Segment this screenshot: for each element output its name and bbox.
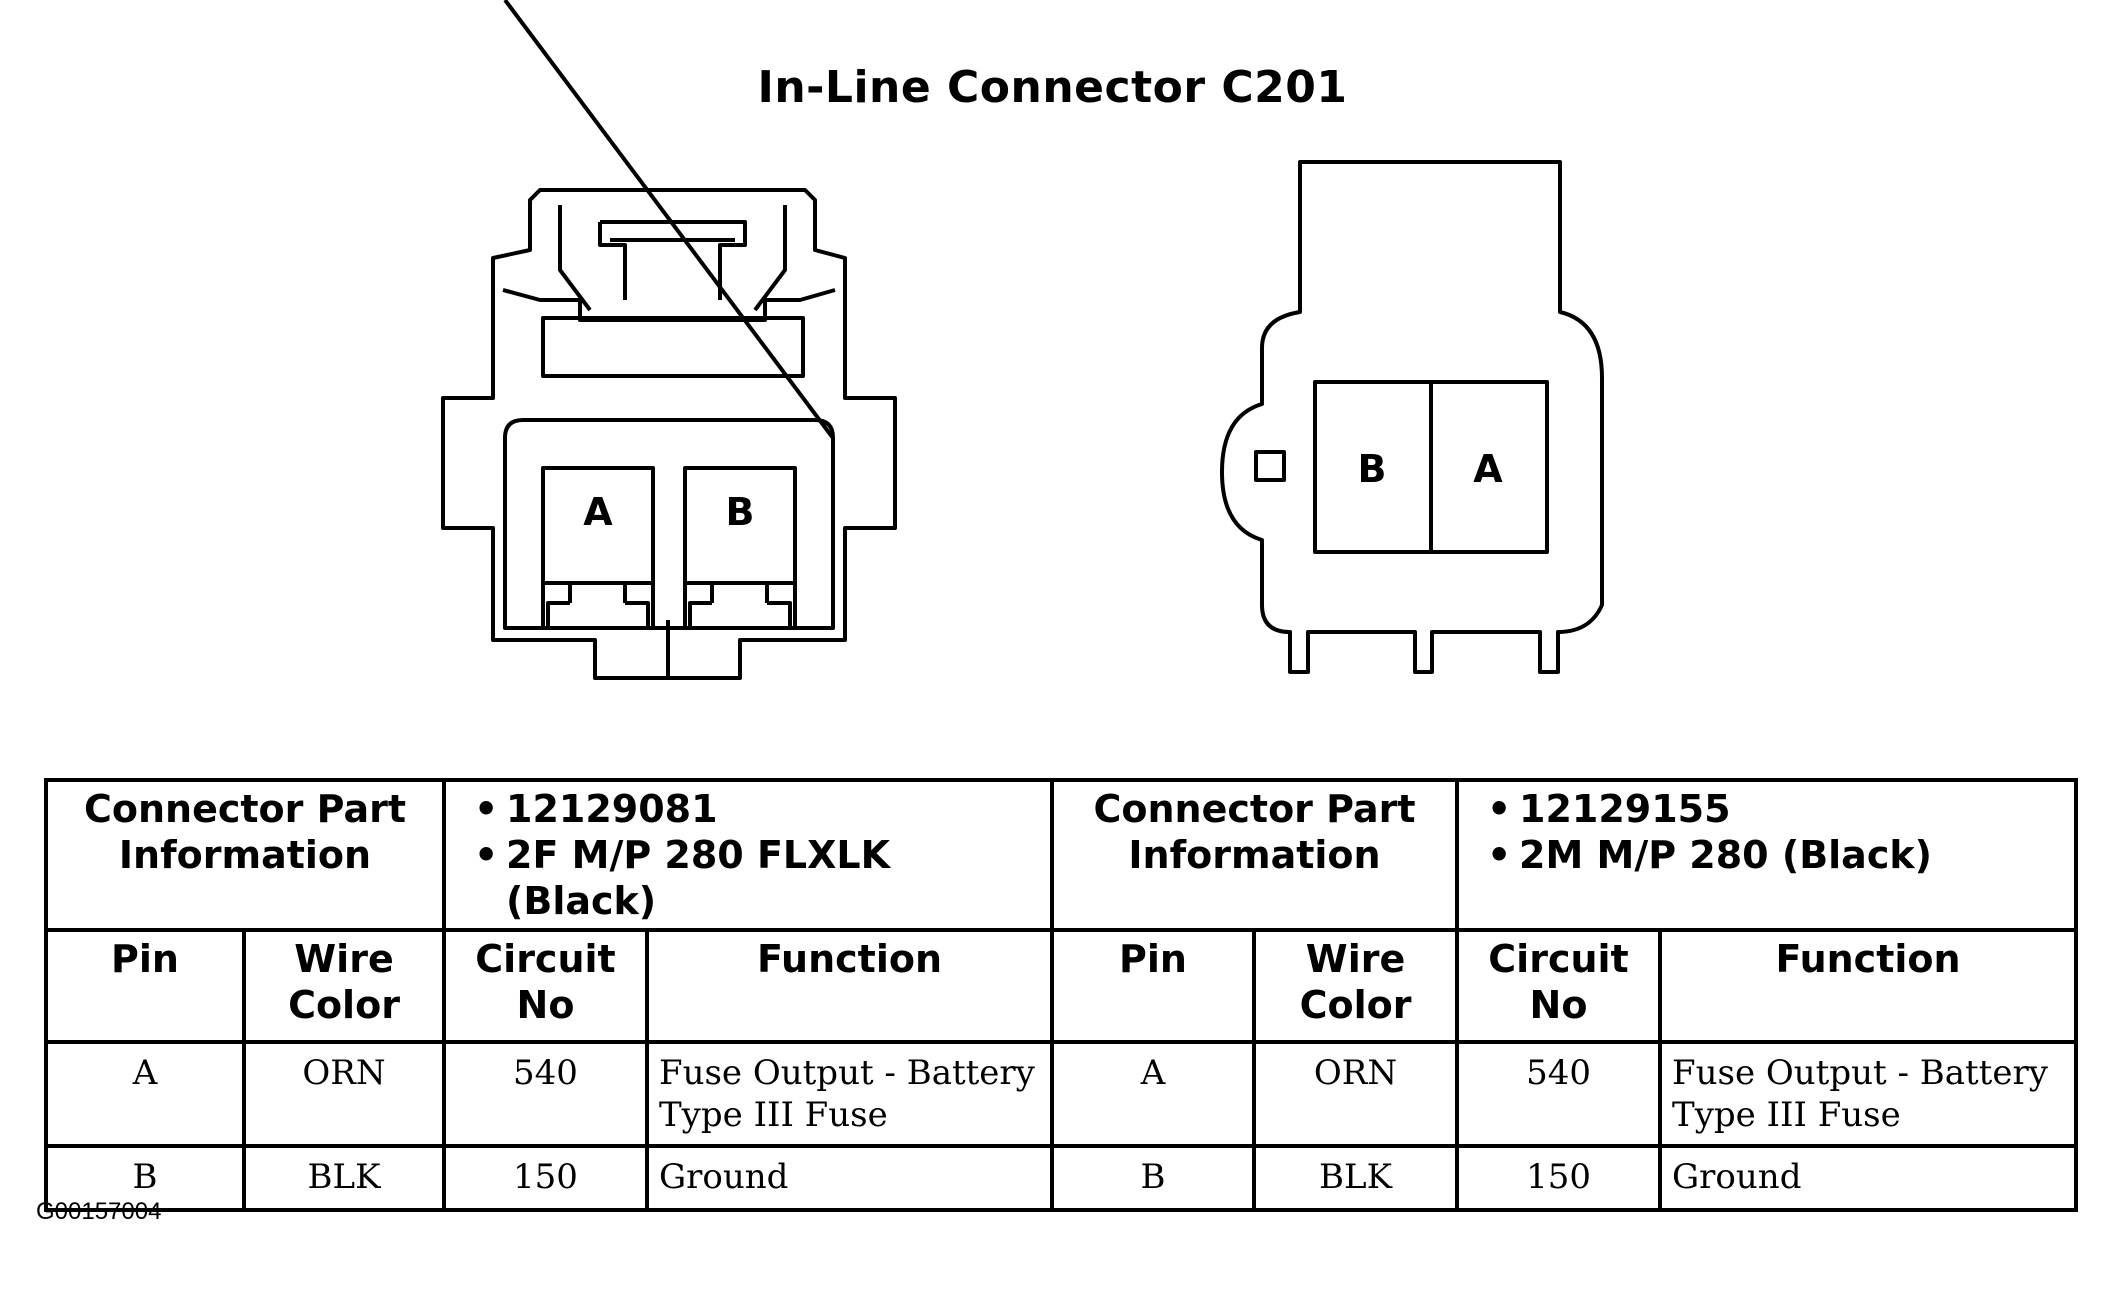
function-cell: Fuse Output - Battery Type III Fuse <box>644 1040 1055 1148</box>
left-part-number: 12129081 <box>474 786 1050 832</box>
female-pin-b-label: B <box>726 490 755 534</box>
right-part-info-label: Connector Part Information <box>1050 778 1460 932</box>
pin-cell: A <box>1050 1040 1257 1148</box>
function-cell: Ground <box>644 1144 1055 1212</box>
male-pin-b-label: B <box>1358 447 1387 491</box>
function-cell: Ground <box>1658 1144 2079 1212</box>
pin-cell: A <box>44 1040 246 1148</box>
circuit-cell: 150 <box>1455 1144 1663 1212</box>
header-circuit-no: Circuit No <box>1455 928 1663 1044</box>
header-pin: Pin <box>1050 928 1257 1044</box>
header-function: Function <box>1658 928 2079 1044</box>
pinout-table: Connector Part Information 12129081 2F M… <box>44 778 2079 1212</box>
function-cell: Fuse Output - Battery Type III Fuse <box>1658 1040 2079 1148</box>
table-row: A ORN 540 Fuse Output - Battery Type III… <box>44 1040 2079 1148</box>
circuit-cell: 150 <box>442 1144 649 1212</box>
right-part-number: 12129155 <box>1487 786 2074 832</box>
circuit-cell: 540 <box>1455 1040 1663 1148</box>
header-wire-color: Wire Color <box>242 928 446 1044</box>
wire-color-cell: BLK <box>242 1144 446 1212</box>
header-circuit-no: Circuit No <box>442 928 649 1044</box>
header-wire-color: Wire Color <box>1252 928 1460 1044</box>
left-part-info-label: Connector Part Information <box>44 778 446 932</box>
left-part-info-values: 12129081 2F M/P 280 FLXLK (Black) <box>441 778 1055 932</box>
header-pin: Pin <box>44 928 246 1044</box>
part-info-row: Connector Part Information 12129081 2F M… <box>44 778 2079 932</box>
circuit-cell: 540 <box>442 1040 649 1148</box>
figure-code: G00157004 <box>36 1198 162 1225</box>
female-connector-face <box>441 0 897 680</box>
right-part-info-values: 12129155 2M M/P 280 (Black) <box>1455 778 2079 932</box>
male-connector-face <box>1220 160 1604 674</box>
female-pin-a-label: A <box>583 490 613 534</box>
connector-diagrams: A B B A <box>441 0 1604 680</box>
table-row: B BLK 150 Ground B BLK 150 Ground <box>44 1144 2079 1212</box>
pin-cell: B <box>1050 1144 1257 1212</box>
wire-color-cell: ORN <box>1252 1040 1460 1148</box>
right-part-description: 2M M/P 280 (Black) <box>1487 832 2074 878</box>
wire-color-cell: BLK <box>1252 1144 1460 1212</box>
male-pin-a-label: A <box>1473 447 1503 491</box>
header-function: Function <box>644 928 1055 1044</box>
diagram-title: In-Line Connector C201 <box>757 62 1348 113</box>
wire-color-cell: ORN <box>242 1040 446 1148</box>
pin-cell: B <box>44 1144 246 1212</box>
column-header-row: Pin Wire Color Circuit No Function Pin W… <box>44 928 2079 1044</box>
left-part-description: 2F M/P 280 FLXLK (Black) <box>474 832 1050 924</box>
